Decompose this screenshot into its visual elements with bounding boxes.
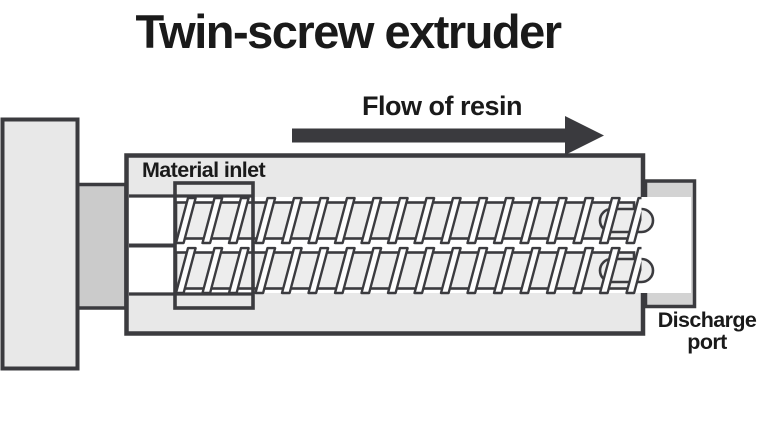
material-inlet-label: Material inlet bbox=[142, 158, 266, 182]
lower-screw bbox=[174, 248, 655, 293]
discharge-port-label-line1: Discharge bbox=[657, 308, 757, 332]
material-inlet-box bbox=[173, 181, 255, 310]
upper-screw bbox=[174, 198, 655, 243]
motor-block bbox=[0, 117, 80, 371]
flow-of-resin-label: Flow of resin bbox=[361, 91, 523, 121]
diagram-title: Twin-screw extruder bbox=[135, 5, 562, 58]
discharge-port-label-line2: port bbox=[687, 330, 727, 354]
discharge-port-label: Discharge port bbox=[644, 309, 768, 353]
flow-arrow-icon bbox=[292, 116, 604, 155]
